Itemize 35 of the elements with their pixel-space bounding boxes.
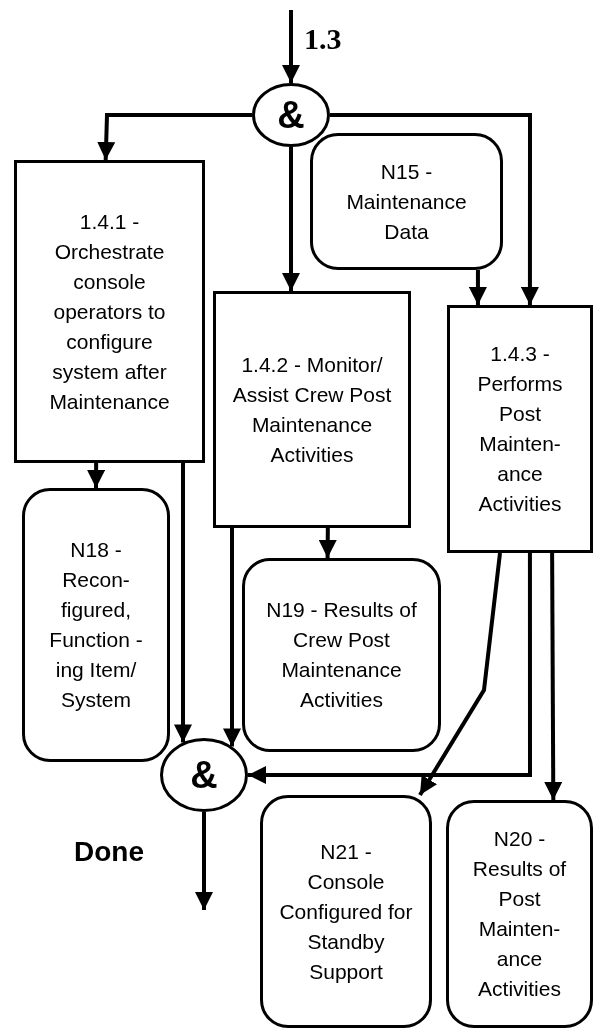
and-symbol: &: [189, 755, 219, 795]
arrow: [544, 553, 563, 800]
node-label: N19 - Results of Crew Post Maintenance Activities: [265, 597, 418, 713]
arrow: [97, 113, 252, 161]
arrow: [174, 463, 192, 743]
data-box: [22, 488, 170, 762]
data-box: [446, 800, 593, 1028]
arrow: [223, 528, 241, 747]
process-box: [447, 305, 593, 553]
node-label: N15 - Maintenance Data: [345, 158, 468, 245]
arrow: [418, 552, 502, 797]
data-box: [260, 795, 432, 1028]
arrow: [282, 147, 300, 291]
node-label: 1.4.2 - Monitor/ Assist Crew Post Maintenance Activities: [231, 351, 393, 468]
node-label: N20 - Results of Post Mainten- ance Activities: [471, 826, 568, 1002]
process-box: [213, 291, 411, 528]
arrow: [87, 463, 106, 488]
edge-label: 1.3: [304, 22, 342, 56]
edge-label: Done: [74, 836, 144, 868]
arrow: [330, 113, 539, 305]
and-junction-circle: [160, 738, 248, 812]
node-label: N21 - Console Configured for Standby Support: [278, 838, 414, 985]
arrow: [318, 528, 337, 558]
node-label: 1.4.1 - Orchestrate console operators to configure system after Maintenance: [48, 208, 171, 415]
node-label: 1.4.3 - Performs Post Mainten- ance Activities: [476, 341, 564, 517]
process-box: [14, 160, 205, 463]
arrow: [468, 270, 487, 305]
arrow: [195, 812, 213, 910]
arrow: [282, 10, 300, 83]
data-box: [242, 558, 441, 752]
data-box: [310, 133, 503, 270]
and-symbol: &: [276, 95, 306, 135]
node-label: N18 - Recon- figured, Function -ing Item/ System: [48, 537, 144, 713]
and-junction-circle: [252, 83, 330, 147]
arrow: [248, 553, 532, 784]
